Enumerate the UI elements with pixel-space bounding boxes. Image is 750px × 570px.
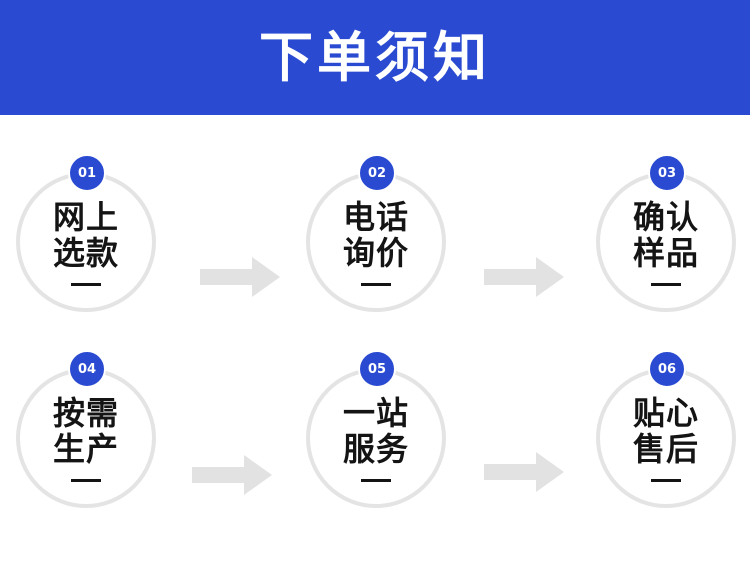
- step-dash: [361, 478, 391, 482]
- step-circle: 电话 询价: [306, 172, 446, 312]
- step-label-line2: 服务: [342, 429, 409, 468]
- step-label-line1: 贴心: [632, 393, 699, 432]
- step-dash: [361, 282, 391, 286]
- step-2: 电话 询价 02: [306, 154, 446, 312]
- step-number-badge: 03: [648, 154, 686, 192]
- step-circle: 按需 生产: [16, 368, 156, 508]
- step-5: 一站 服务 05: [306, 350, 446, 508]
- step-label-line2: 选款: [52, 233, 119, 272]
- step-dash: [71, 478, 101, 482]
- step-label-line1: 电话: [342, 197, 409, 236]
- step-label-line1: 确认: [632, 197, 699, 236]
- step-number-badge: 04: [68, 350, 106, 388]
- step-dash: [651, 478, 681, 482]
- step-circle: 贴心 售后: [596, 368, 736, 508]
- step-label-line2: 样品: [632, 233, 699, 272]
- right-arrow-icon: [484, 257, 564, 297]
- step-number-badge: 06: [648, 350, 686, 388]
- step-6: 贴心 售后 06: [596, 350, 736, 508]
- step-4: 按需 生产 04: [16, 350, 156, 508]
- step-3: 确认 样品 03: [596, 154, 736, 312]
- step-dash: [651, 282, 681, 286]
- header-banner: 下单须知: [0, 0, 750, 115]
- step-label-line2: 售后: [632, 429, 699, 468]
- step-number-badge: 02: [358, 154, 396, 192]
- step-dash: [71, 282, 101, 286]
- step-label-line2: 生产: [52, 429, 119, 468]
- step-circle: 网上 选款: [16, 172, 156, 312]
- step-label-line1: 一站: [342, 393, 409, 432]
- page-title: 下单须知: [259, 25, 491, 89]
- step-label-line1: 网上: [52, 197, 119, 236]
- right-arrow-icon: [484, 452, 564, 492]
- step-number-badge: 01: [68, 154, 106, 192]
- step-circle: 确认 样品: [596, 172, 736, 312]
- step-1: 网上 选款 01: [16, 154, 156, 312]
- right-arrow-icon: [200, 257, 280, 297]
- step-label-line1: 按需: [52, 393, 119, 432]
- step-label-line2: 询价: [342, 233, 409, 272]
- right-arrow-icon: [192, 455, 272, 495]
- step-number-badge: 05: [358, 350, 396, 388]
- step-circle: 一站 服务: [306, 368, 446, 508]
